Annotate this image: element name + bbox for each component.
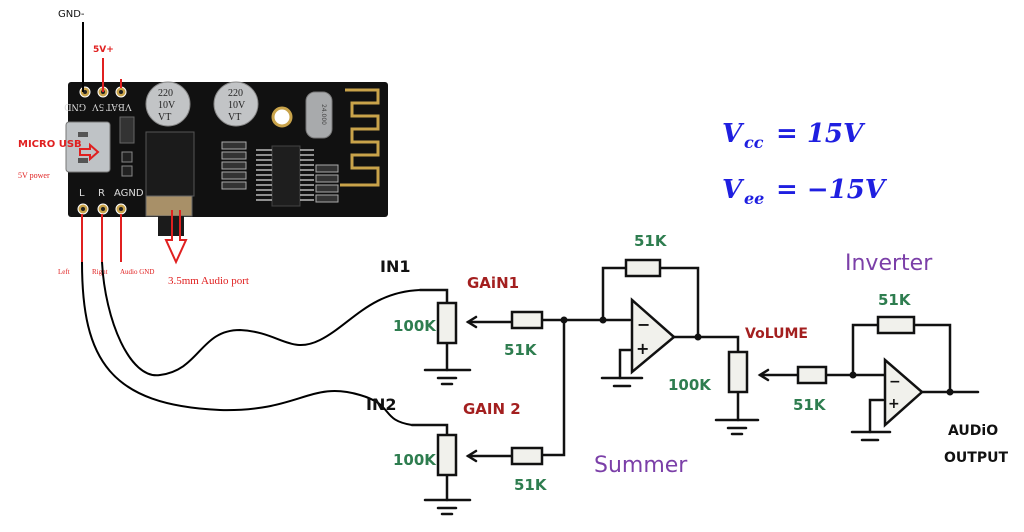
summer-label: Summer [594,453,688,478]
cap2-voltage: 10V [228,100,246,111]
pot-volume-value: 100K [668,376,712,394]
pin-label-5v: 5V [91,101,104,112]
left-label: Left [58,268,70,276]
left-cable [81,261,413,426]
junction-dots [560,316,954,396]
crystal-label: 24.000 [320,104,327,125]
cap2-value: 220 [228,88,243,99]
inverter-label: Inverter [845,251,933,276]
r-feedback-summer-value: 51K [634,232,668,250]
audio-gnd-label: Audio GND [120,268,154,276]
bluetooth-audio-module: GND 5V VBAT 220 10V VT 220 10V VT 24.000 [64,81,388,236]
capacitor-2: 220 10V VT [213,81,259,127]
opamp-inverter [883,357,924,428]
cap2-type: VT [228,112,241,123]
supply-equations: V cc = 15V V ee = −15V [722,119,888,208]
resistor-feedback-summer [624,258,662,278]
inverter-minus-sign: − [889,374,901,390]
smd-resistor-array [221,141,339,203]
antenna-trace [340,88,380,187]
summer-minus-sign: − [637,315,650,334]
pot-gain1-value: 100K [393,317,437,335]
gnd-minus-label: GND- [58,9,85,20]
ic-chip [256,145,314,207]
right-cable [101,261,421,377]
micro-usb-port [65,121,111,173]
crystal [305,91,333,139]
vcc-value: = 15V [776,119,866,149]
in2-label: IN2 [366,395,396,414]
module-annotations: GND- 5V+ MICRO USB 5V power Left Right A… [18,9,249,287]
audio-port-arrow-icon [164,210,188,265]
pin-label-r: R [98,188,105,199]
resistor-in-inverter [796,365,828,385]
in1-label: IN1 [380,257,410,276]
resistor-in2 [510,446,544,466]
cap1-type: VT [158,112,171,123]
pot-gain1 [436,301,458,345]
audio-port-label: 3.5mm Audio port [168,275,249,287]
resistor-in1 [510,310,544,330]
usb-arrow-icon [79,142,100,162]
pot-gain2-value: 100K [393,451,437,469]
right-label: Right [92,268,108,276]
pin-label-gnd: GND [64,101,86,112]
pin-label-vbat: VBAT [106,101,132,112]
vcc-symbol: V [722,119,745,149]
opamp-summer [630,297,676,375]
pot-volume [727,350,749,394]
gain1-label: GAiN1 [467,274,519,292]
inverter-plus-sign: + [888,396,900,412]
5v-power-label: 5V power [18,171,50,180]
vee-subscript: ee [744,189,764,208]
vcc-subscript: cc [744,133,764,152]
pot-gain2 [436,433,458,477]
r-in-inverter-value: 51K [793,396,827,414]
cap1-voltage: 10V [158,100,176,111]
schematic-components [436,258,924,477]
5v-plus-label: 5V+ [93,45,114,55]
bottom-header-pins [77,203,127,215]
audio-output-label-1: AUDiO [948,423,998,439]
summer-plus-sign: + [636,339,649,358]
micro-usb-label: MICRO USB [18,139,82,150]
vee-value: = −15V [776,175,888,205]
audio-jack [145,131,195,197]
r-in1-value: 51K [504,341,538,359]
mounting-hole [271,106,293,128]
pin-label-agnd: AGND [114,188,144,199]
vee-symbol: V [722,175,745,205]
volume-label: VoLUME [745,326,808,342]
resistor-feedback-inverter [876,315,916,335]
r-feedback-inverter-value: 51K [878,291,912,309]
gain2-label: GAIN 2 [463,400,521,418]
pin-label-l: L [79,188,85,199]
r-in2-value: 51K [514,476,548,494]
capacitor-1: 220 10V VT [145,81,191,127]
cap1-value: 220 [158,88,173,99]
audio-output-label-2: OUTPUT [944,450,1008,466]
